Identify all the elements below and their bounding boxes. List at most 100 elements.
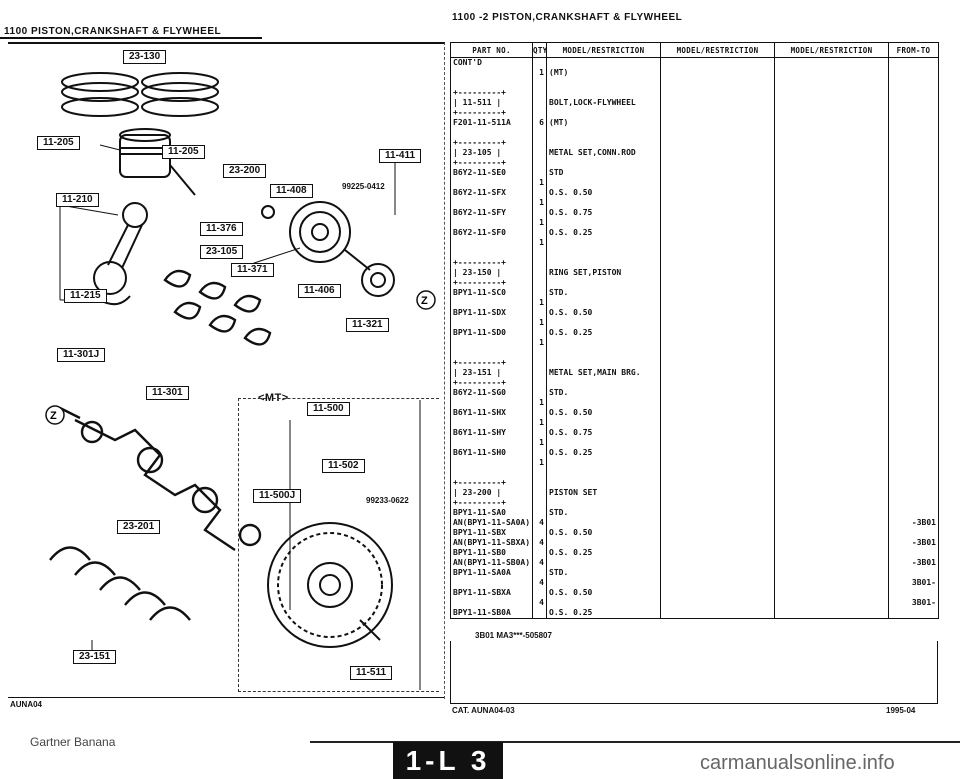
qty-cell (532, 158, 547, 168)
restriction-cell-2 (660, 558, 775, 568)
restriction-cell-2 (660, 208, 775, 218)
main-bearings-illustration (49, 546, 191, 621)
restriction-cell-2 (660, 548, 775, 558)
qty-cell (532, 498, 547, 508)
qty-cell (532, 248, 547, 258)
restriction-cell-3 (774, 458, 889, 468)
table-row: 1(MT) (450, 68, 939, 78)
from-to-cell (888, 508, 939, 518)
restriction-cell-3 (774, 468, 889, 478)
qty-cell (532, 138, 547, 148)
from-to-cell (888, 238, 939, 248)
part-number-cell: B6Y2-11-SE0 (450, 168, 533, 178)
part-number-cell: +---------+ (450, 138, 533, 148)
qty-cell (532, 98, 547, 108)
from-to-cell (888, 88, 939, 98)
restriction-cell-2 (660, 78, 775, 88)
from-to-cell (888, 298, 939, 308)
restriction-cell (546, 398, 661, 408)
restriction-cell: RING SET,PISTON (546, 268, 661, 278)
restriction-cell-2 (660, 128, 775, 138)
from-to-cell (888, 318, 939, 328)
left-footer-rule (8, 697, 444, 698)
restriction-cell-2 (660, 568, 775, 578)
callout-11-301: 11-301 (146, 386, 189, 400)
qty-cell: 1 (532, 198, 547, 208)
callout-11-411: 11-411 (379, 149, 422, 163)
svg-text:Z: Z (50, 410, 57, 422)
restriction-cell-2 (660, 458, 775, 468)
restriction-cell: STD. (546, 388, 661, 398)
restriction-cell (546, 108, 661, 118)
restriction-cell-2 (660, 368, 775, 378)
qty-cell (532, 428, 547, 438)
qty-cell (532, 258, 547, 268)
reference-z-icon-2 (45, 405, 65, 425)
restriction-cell-2 (660, 198, 775, 208)
restriction-cell-3 (774, 338, 889, 348)
table-row: +---------+ (450, 88, 939, 98)
part-number-cell: B6Y2-11-SFX (450, 188, 533, 198)
restriction-cell (546, 57, 661, 68)
watermark-right: carmanualsonline.info (700, 752, 895, 774)
flywheel-illustration (267, 522, 393, 648)
restriction-cell-2 (660, 57, 775, 68)
from-to-cell (888, 68, 939, 78)
restriction-cell-2 (660, 498, 775, 508)
restriction-cell-3 (774, 368, 889, 378)
callout-11-502: 11-502 (322, 459, 365, 473)
restriction-cell: METAL SET,MAIN BRG. (546, 368, 661, 378)
part-number-cell: AN(BPY1-11-SBXA) (450, 538, 533, 548)
restriction-cell-3 (774, 278, 889, 288)
restriction-cell: STD (546, 168, 661, 178)
qty-cell (532, 568, 547, 578)
table-row: +---------+ (450, 258, 939, 268)
restriction-cell-3 (774, 238, 889, 248)
table-row: AN(BPY1-11-SB0A)4-3B01 (450, 558, 939, 568)
qty-cell (532, 368, 547, 378)
from-to-cell (888, 428, 939, 438)
restriction-cell-3 (774, 318, 889, 328)
qty-cell (532, 268, 547, 278)
restriction-cell-3 (774, 558, 889, 568)
qty-cell: 1 (532, 398, 547, 408)
restriction-cell-2 (660, 288, 775, 298)
part-number-cell (450, 338, 533, 348)
part-number-cell (450, 578, 533, 588)
part-number-cell: B6Y1-11-SH0 (450, 448, 533, 458)
restriction-cell: O.S. 0.75 (546, 428, 661, 438)
svg-text:Z: Z (421, 295, 428, 307)
restriction-cell (546, 278, 661, 288)
piston-rings-illustration (61, 72, 219, 117)
from-to-cell (888, 248, 939, 258)
restriction-cell (546, 218, 661, 228)
from-to-cell (888, 568, 939, 578)
from-to-cell (888, 228, 939, 238)
restriction-cell (546, 438, 661, 448)
diagram-frame (8, 42, 445, 699)
restriction-cell-2 (660, 358, 775, 368)
restriction-cell: BOLT,LOCK-FLYWHEEL (546, 98, 661, 108)
restriction-cell (546, 338, 661, 348)
restriction-cell (546, 418, 661, 428)
from-to-cell (888, 378, 939, 388)
qty-cell (532, 328, 547, 338)
qty-cell: 4 (532, 598, 547, 608)
callout-11-205-b: 11-205 (162, 145, 205, 159)
part-number-cell (450, 598, 533, 608)
left-footer-code: AUNA04 (10, 700, 43, 709)
restriction-cell-3 (774, 158, 889, 168)
restriction-cell: O.S. 0.50 (546, 588, 661, 598)
callout-23-151: 23-151 (73, 650, 117, 664)
table-row: | 23-150 |RING SET,PISTON (450, 268, 939, 278)
part-number-cell: BPY1-11-SB0A (450, 608, 533, 619)
part-number-cell: | 23-151 | (450, 368, 533, 378)
from-to-cell (888, 198, 939, 208)
from-to-cell (888, 98, 939, 108)
part-number-cell (450, 398, 533, 408)
